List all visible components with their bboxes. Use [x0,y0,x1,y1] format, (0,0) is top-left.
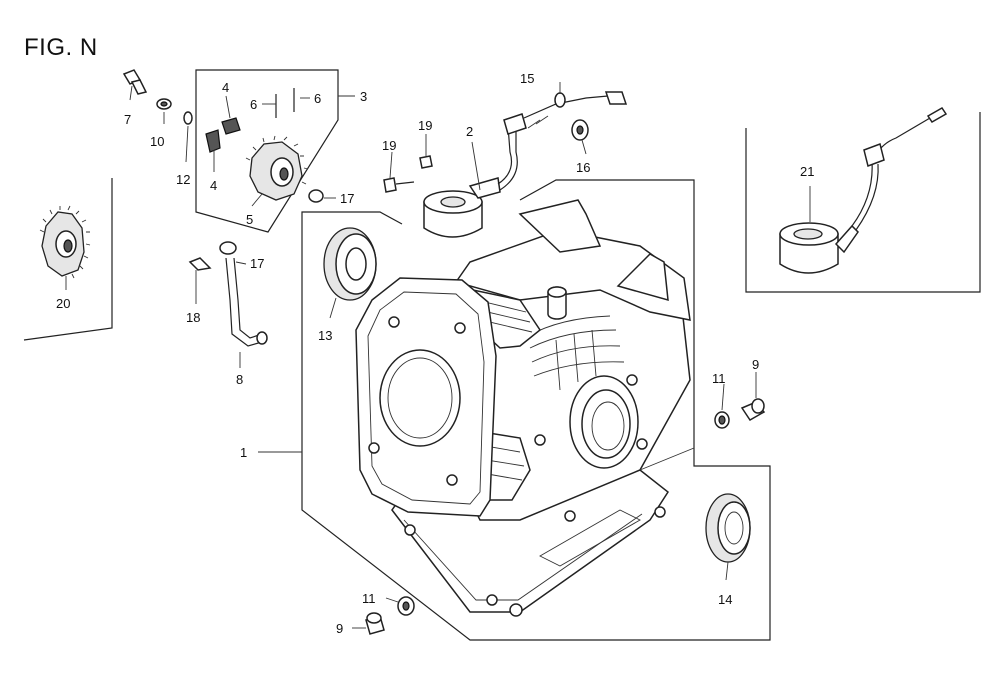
part-11-washer-right [714,411,730,429]
part-17-washer-b [219,241,237,255]
part-7-screw [122,69,148,95]
callout-13: 13 [318,328,332,343]
part-9-drain-bolt-bottom [365,612,385,635]
part-16-cap [571,119,589,141]
callout-9-bottom: 9 [336,621,343,636]
callout-3: 3 [360,89,367,104]
part-21-oil-level-switch [779,107,948,274]
part-14-oil-seal [705,493,751,563]
group-outline-3 [195,69,339,233]
part-19-bolt-a [419,155,433,169]
crankcase [355,199,691,617]
callout-17a: 17 [340,191,354,206]
part-13-bearing [323,227,377,301]
group-outline-20 [23,178,113,341]
part-17-washer-a [308,189,324,203]
callout-6b: 6 [314,91,321,106]
callout-21: 21 [800,164,814,179]
group-outline-1 [301,179,771,641]
callout-6a: 6 [250,97,257,112]
callout-11-bottom: 11 [362,591,376,606]
part-20-gear [39,205,91,279]
figure-title: FIG. N [24,34,98,61]
part-2-oil-switch [423,91,628,238]
part-5-governor-gear [245,135,309,201]
leader-lines [65,82,811,629]
callout-19b: 19 [382,138,396,153]
callout-4b: 4 [210,178,217,193]
callout-5: 5 [246,212,253,227]
part-18-clip [188,257,212,271]
callout-2: 2 [466,124,473,139]
part-12-clip [183,111,193,125]
part-10-washer [156,98,172,110]
part-8-breather-tube [225,257,268,347]
part-6-pins [275,88,295,118]
part-4-weights [205,117,241,153]
callout-8: 8 [236,372,243,387]
part-15-clamp [554,92,566,108]
callout-11-right: 11 [712,371,726,386]
callout-20: 20 [56,296,70,311]
callout-10: 10 [150,134,164,149]
callout-19a: 19 [418,118,432,133]
callout-9-right: 9 [752,357,759,372]
callout-17b: 17 [250,256,264,271]
callout-15: 15 [520,71,534,86]
callout-7: 7 [124,112,131,127]
callout-1: 1 [240,445,247,460]
callout-12: 12 [176,172,190,187]
part-19-bolt-b [383,177,415,193]
callout-labels: 1 2 3 4 4 5 6 6 7 8 9 9 10 11 11 12 13 1… [56,71,814,636]
callout-18: 18 [186,310,200,325]
group-outline-21 [745,112,981,293]
callout-14: 14 [718,592,732,607]
part-11-washer-bottom [397,596,415,616]
part-9-drain-bolt-right [740,398,766,421]
callout-4a: 4 [222,80,229,95]
callout-16: 16 [576,160,590,175]
